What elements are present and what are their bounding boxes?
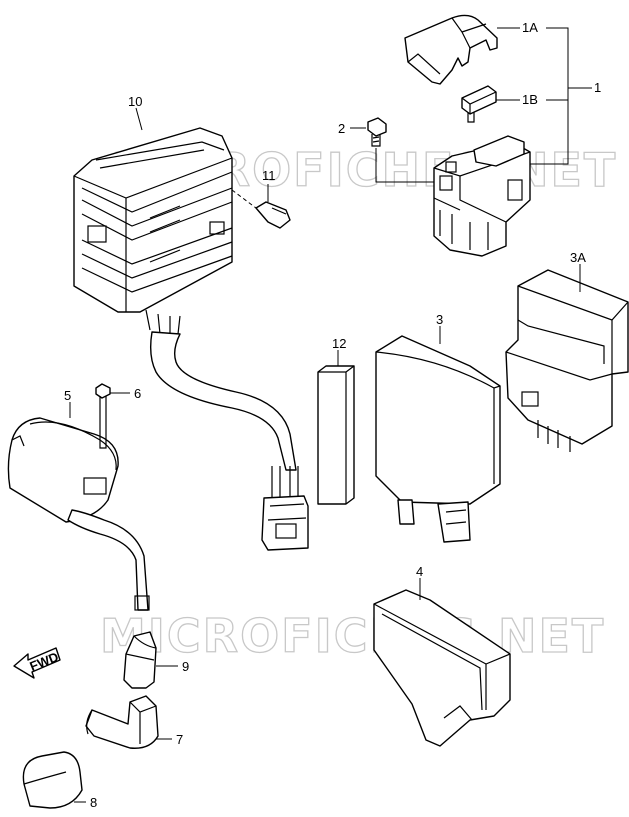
callout-9: 9 xyxy=(182,659,189,674)
watermark-bottom: MICROFICHES.NET xyxy=(100,609,605,663)
callout-3a: 3A xyxy=(570,250,586,265)
callout-11: 11 xyxy=(262,168,276,183)
callout-2: 2 xyxy=(338,121,345,136)
relay-screw-part xyxy=(367,117,387,147)
callout-10: 10 xyxy=(128,94,142,109)
ignitor-unit-alt-part xyxy=(505,269,629,452)
coil-bolt-part xyxy=(95,383,111,449)
ignitor-unit-part xyxy=(375,335,501,543)
callout-12: 12 xyxy=(332,336,346,351)
plug-cap-part xyxy=(123,631,157,689)
regulator-harness xyxy=(145,309,309,551)
callout-1b: 1B xyxy=(522,92,538,107)
callout-4: 4 xyxy=(416,564,423,579)
ignitor-holder-part xyxy=(373,589,511,747)
callout-5: 5 xyxy=(64,388,71,403)
regulator-bolt-part xyxy=(255,201,291,229)
fuse-part xyxy=(461,85,497,123)
callout-7: 7 xyxy=(176,732,183,747)
ignition-coil-part xyxy=(7,417,150,611)
regulator-rectifier-part xyxy=(73,127,233,313)
callout-6: 6 xyxy=(134,386,141,401)
spacer-block-part xyxy=(317,365,355,505)
callout-3: 3 xyxy=(436,312,443,327)
plug-cover-part xyxy=(22,751,83,809)
relay-cover-part xyxy=(404,14,498,85)
starter-relay-part xyxy=(433,135,531,257)
callout-8: 8 xyxy=(90,795,97,810)
plug-boot-part xyxy=(85,695,159,749)
callout-1a: 1A xyxy=(522,20,538,35)
fwd-label: FWD xyxy=(28,649,61,674)
callout-1: 1 xyxy=(594,80,601,95)
forward-arrow-icon: FWD xyxy=(13,647,61,679)
